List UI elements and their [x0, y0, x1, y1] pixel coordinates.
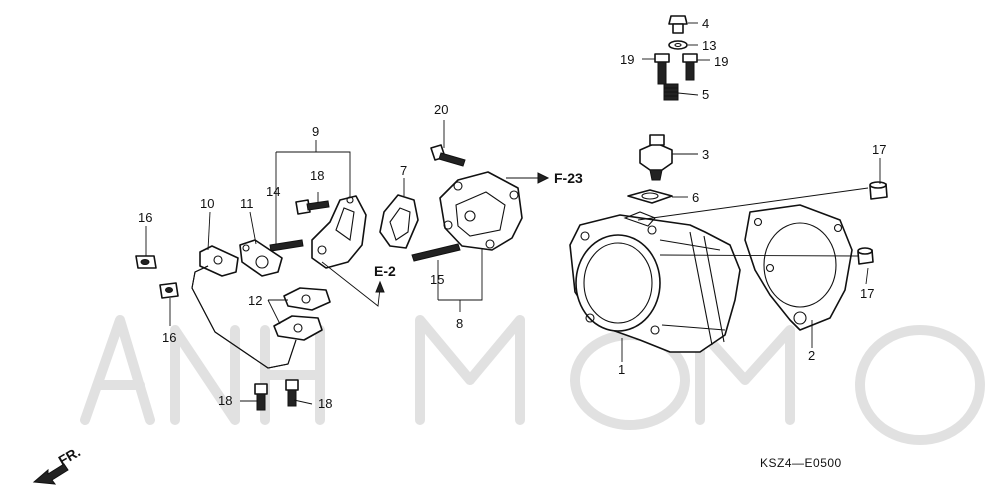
front-direction-indicator: FR. — [32, 443, 84, 485]
valve-housing — [439, 171, 523, 251]
tensioner-lifter — [639, 134, 673, 181]
callout-2: 2 — [808, 348, 815, 363]
callout-18-bottom-right: 18 — [318, 396, 332, 411]
callout-5: 5 — [702, 87, 709, 102]
callout-11: 11 — [240, 196, 254, 211]
seal-7 — [379, 194, 419, 249]
reed-valve — [311, 195, 367, 269]
callout-9: 9 — [312, 124, 319, 139]
tensioner-spring — [663, 83, 679, 101]
reference-f23: F-23 — [554, 170, 583, 186]
sealing-bolt — [668, 15, 688, 34]
callout-12: 12 — [248, 293, 262, 308]
bolt-18-bottom-left — [254, 383, 268, 411]
reference-e2: E-2 — [374, 263, 396, 279]
callout-20: 20 — [434, 102, 448, 117]
direction-label: FR. — [56, 443, 84, 468]
tensioner-bolt-right — [682, 53, 698, 81]
callout-13: 13 — [702, 38, 716, 53]
callout-4: 4 — [702, 16, 709, 31]
callout-17-lower: 17 — [860, 286, 874, 301]
callout-15: 15 — [430, 272, 444, 287]
watermark — [80, 315, 985, 445]
bolt-20 — [430, 144, 466, 167]
callout-19-left: 19 — [620, 52, 634, 67]
leader-lines — [145, 22, 881, 405]
callout-7: 7 — [400, 163, 407, 178]
callout-18-top: 18 — [310, 168, 324, 183]
dowel-pin-lower — [857, 247, 874, 265]
callout-16-upper: 16 — [138, 210, 152, 225]
nut-16-upper — [135, 255, 157, 269]
callout-6: 6 — [692, 190, 699, 205]
callout-17-upper: 17 — [872, 142, 886, 157]
callout-16-lower: 16 — [162, 330, 176, 345]
callout-1: 1 — [618, 362, 625, 377]
cylinder — [569, 211, 741, 353]
stud-bolt-15 — [411, 243, 461, 262]
callout-19-right: 19 — [714, 54, 728, 69]
bolt-18-bottom-right — [285, 379, 299, 407]
gasket-12-upper — [283, 287, 331, 311]
callout-8: 8 — [456, 316, 463, 331]
dowel-pin-upper — [869, 181, 888, 200]
sealing-washer — [668, 40, 688, 50]
callout-3: 3 — [702, 147, 709, 162]
diagram-code: KSZ4—E0500 — [760, 456, 842, 470]
stud-bolt-14 — [269, 239, 304, 252]
tensioner-bolt-left — [654, 53, 670, 85]
callout-labels: 1 2 3 4 5 6 7 8 9 10 11 12 13 14 15 16 1… — [138, 16, 886, 411]
tensioner-gasket — [627, 189, 673, 204]
cylinder-gasket — [744, 204, 853, 331]
bolt-18-top — [295, 199, 330, 215]
callout-18-bottom-left: 18 — [218, 393, 232, 408]
gasket-12-lower — [273, 315, 323, 341]
callout-10: 10 — [200, 196, 214, 211]
nut-16-lower — [159, 282, 179, 299]
air-pipe — [191, 245, 297, 369]
callout-14: 14 — [266, 184, 280, 199]
